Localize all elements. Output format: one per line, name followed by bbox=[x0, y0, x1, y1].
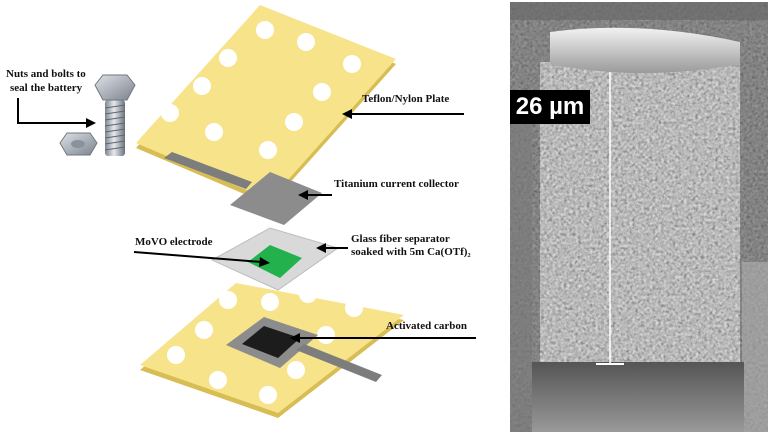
label-current-collector: Titanium current collector bbox=[334, 178, 459, 191]
battery-exploded-diagram bbox=[0, 0, 500, 432]
bottom-plate bbox=[140, 283, 404, 418]
label-nuts-bolts-2: seal the battery bbox=[10, 82, 82, 95]
label-separator-2: soaked with 5m Ca(OTf)₂ bbox=[351, 246, 471, 259]
label-plate: Teflon/Nylon Plate bbox=[362, 93, 449, 106]
bolt-icon bbox=[95, 75, 135, 156]
sem-cross-section-image bbox=[510, 2, 768, 432]
label-separator-1: Glass fiber separator bbox=[351, 233, 450, 246]
label-nuts-bolts-1: Nuts and bolts to bbox=[6, 68, 86, 81]
nut-icon bbox=[60, 133, 97, 155]
label-electrode: MoVO electrode bbox=[135, 236, 212, 249]
label-carbon: Activated carbon bbox=[386, 320, 467, 333]
top-plate bbox=[136, 5, 396, 205]
bolts-arrow bbox=[18, 98, 88, 123]
scale-label: 26 µm bbox=[510, 90, 590, 124]
